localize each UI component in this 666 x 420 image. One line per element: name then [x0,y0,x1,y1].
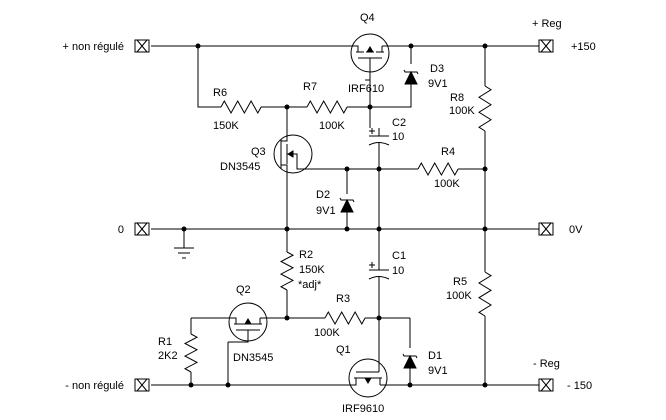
label-r6-value: 150K [213,120,239,132]
label-c1-value: 10 [392,265,404,277]
label-out-neg-value: - 150 [567,380,592,392]
resistor-r2 [279,251,295,291]
label-q3-ref: Q3 [251,146,266,158]
terminal-out-zero [538,222,554,236]
capacitor-c1 [368,262,390,282]
label-out-zero: 0V [569,224,583,236]
label-c2-value: 10 [392,131,404,143]
label-q1-ref: Q1 [336,344,351,356]
label-c2-ref: C2 [392,117,406,129]
label-r2-note: *adj* [298,279,322,291]
mosfet-q4 [350,33,390,73]
label-d2-ref: D2 [316,189,330,201]
label-in-pos: + non régulé [63,41,124,53]
label-d2-value: 9V1 [316,205,336,217]
terminal-out-pos [538,39,554,53]
label-r2-value: 150K [299,264,325,276]
terminal-in-neg [134,378,150,392]
label-q2-part: DN3545 [233,352,273,364]
ground-symbol [174,247,194,259]
resistor-r6 [220,99,262,115]
terminal-in-pos [134,39,150,53]
label-d1-value: 9V1 [428,365,448,377]
label-d3-value: 9V1 [428,78,448,90]
label-c1-ref: C1 [392,250,406,262]
label-q4-part: IRF610 [348,83,384,95]
label-r7-value: 100K [319,120,345,132]
label-r6-ref: R6 [213,87,227,99]
label-d3-ref: D3 [430,63,444,75]
resistor-r3 [324,310,366,326]
mosfet-q3 [273,132,313,175]
mosfet-q1 [343,358,393,398]
resistor-r8 [478,85,492,132]
mosfet-q2 [228,302,268,343]
label-q2-ref: Q2 [236,284,251,296]
zener-diode-d1 [402,353,418,369]
terminal-in-zero [134,222,150,236]
label-r3-ref: R3 [336,293,350,305]
label-in-neg: - non régulé [65,380,124,392]
zener-diode-d3 [403,69,419,85]
resistor-r7 [306,99,348,115]
label-r2-ref: R2 [299,249,313,261]
label-q4-ref: Q4 [360,12,375,24]
terminal-out-neg [538,378,554,392]
label-r8-ref: R8 [450,92,464,104]
label-in-zero: 0 [118,224,124,236]
label-r8-value: 100K [449,105,475,117]
resistor-r1 [183,333,199,373]
label-q3-part: DN3545 [220,161,260,173]
label-r5-value: 100K [446,290,472,302]
label-r1-value: 2K2 [158,350,178,362]
label-q1-part: IRF9610 [342,403,384,415]
label-r4-ref: R4 [441,146,455,158]
resistor-r4 [417,161,459,177]
junctions [181,43,488,388]
wires [151,45,539,386]
zener-diode-d2 [339,197,355,213]
resistor-r5 [478,271,492,317]
label-r1-ref: R1 [158,336,172,348]
label-out-pos-value: +150 [571,41,596,53]
label-out-pos-title: + Reg [532,18,562,30]
label-out-neg-title: - Reg [533,358,560,370]
label-r4-value: 100K [434,178,460,190]
label-d1-ref: D1 [428,350,442,362]
label-r7-ref: R7 [303,81,317,93]
label-r3-value: 100K [314,327,340,339]
capacitor-c2 [368,128,390,146]
label-r5-ref: R5 [453,276,467,288]
